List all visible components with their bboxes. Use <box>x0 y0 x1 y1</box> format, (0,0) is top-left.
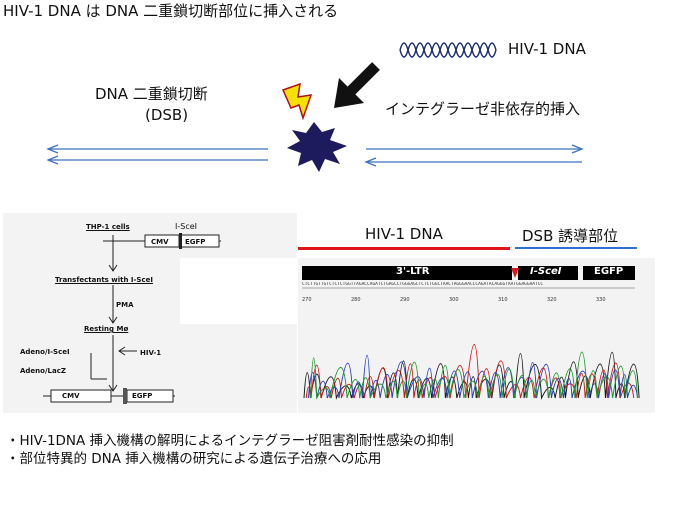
position-tick: 320 <box>547 297 557 303</box>
protocol-diagram <box>43 233 221 404</box>
position-tick: 270 <box>302 297 312 303</box>
dna-strand-right <box>364 144 584 167</box>
adeno-iscei-label: Adeno/I-SceI <box>20 348 70 356</box>
dsb-label: DNA 二重鎖切断 <box>95 85 208 103</box>
position-tick: 290 <box>400 297 410 303</box>
lightning-bolt-icon <box>281 82 313 121</box>
trace-line <box>303 351 640 400</box>
hiv-dna-label: HIV-1 DNA <box>508 40 586 58</box>
dsb-abbrev-label: (DSB) <box>145 106 189 124</box>
chromatogram <box>302 266 640 400</box>
pma-label: PMA <box>116 301 134 309</box>
bullet-item: ・部位特異的 DNA 挿入機構の研究による遺伝子治療への応用 <box>6 451 382 467</box>
insertion-arrow-icon <box>334 62 380 108</box>
cmv-bottom-label: CMV <box>62 392 80 400</box>
vector-box-top <box>144 233 220 249</box>
resting-macrophage-label: Resting Mø <box>84 325 129 333</box>
hiv-dna-header: HIV-1 DNA <box>365 225 443 243</box>
ltr-label: 3'-LTR <box>396 266 430 277</box>
trace-line <box>307 355 639 399</box>
thp1-label: THP-1 cells <box>86 223 130 231</box>
vector-box-bottom <box>50 388 174 404</box>
blank-area <box>180 258 298 324</box>
hiv-dna-bar <box>298 247 510 250</box>
base-calls: CTCTTGTTGTCTCTCTGGTTAGACCAGATCTGAGCCTGGG… <box>302 282 544 287</box>
dna-strand-left <box>46 144 268 165</box>
dsb-diagram <box>46 42 584 172</box>
position-tick: 280 <box>351 297 361 303</box>
iscei-site-label: I-SceI <box>175 222 198 231</box>
trace-line <box>310 351 638 400</box>
iscei-label: I-SceI <box>530 266 562 277</box>
egfp-label: EGFP <box>185 238 206 246</box>
cut-site-marker-icon <box>511 268 519 278</box>
transfectants-label: Transfectants with I-SceI <box>55 276 153 284</box>
egfp-bottom-label: EGFP <box>132 392 153 400</box>
adeno-lacz-label: Adeno/LacZ <box>20 367 66 375</box>
hiv-dna-helix-icon <box>399 42 497 58</box>
cmv-label: CMV <box>151 238 169 246</box>
page-title: HIV-1 DNA は DNA 二重鎖切断部位に挿入される <box>3 2 339 20</box>
bullet-item: ・HIV-1DNA 挿入機構の解明によるインテグラーゼ阻害剤耐性感染の抑制 <box>6 433 454 449</box>
bullet-list: ・HIV-1DNA 挿入機構の解明によるインテグラーゼ阻害剤耐性感染の抑制 ・部… <box>6 432 454 468</box>
position-tick: 300 <box>449 297 459 303</box>
integrase-independent-label: インテグラーゼ非依存的挿入 <box>385 100 581 118</box>
dsb-burst-icon <box>287 122 347 172</box>
dsb-site-bar <box>515 247 637 249</box>
position-tick: 330 <box>596 297 606 303</box>
dsb-site-header: DSB 誘導部位 <box>522 227 619 245</box>
position-tick: 310 <box>498 297 508 303</box>
hiv1-label: HIV-1 <box>140 349 162 357</box>
egfp-seq-label: EGFP <box>594 266 624 277</box>
